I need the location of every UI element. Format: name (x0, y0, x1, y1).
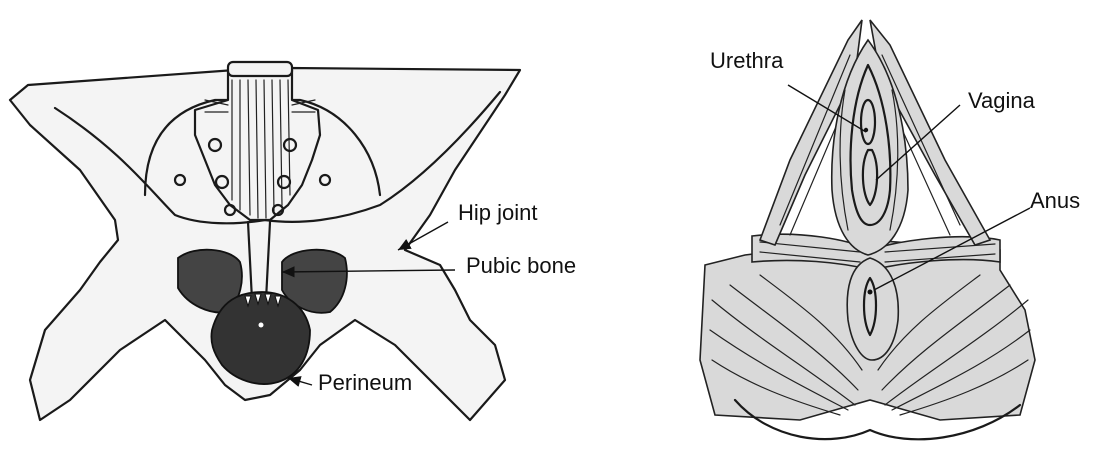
pelvis-illustration: Hip joint Pubic bone Perineum (10, 62, 576, 420)
anus-dot (868, 290, 873, 295)
perineum-leader (288, 378, 312, 385)
sacrum-top (228, 62, 292, 76)
urethra-label: Urethra (710, 48, 784, 73)
perineum (211, 292, 310, 384)
perineum-center-dot (259, 323, 264, 328)
pubic-bone-label: Pubic bone (466, 253, 576, 278)
pelvic-floor-illustration: Urethra Vagina Anus (700, 20, 1080, 439)
hip-joint-label: Hip joint (458, 200, 537, 225)
perineum-label: Perineum (318, 370, 412, 395)
vagina-label: Vagina (968, 88, 1036, 113)
anus-label: Anus (1030, 188, 1080, 213)
